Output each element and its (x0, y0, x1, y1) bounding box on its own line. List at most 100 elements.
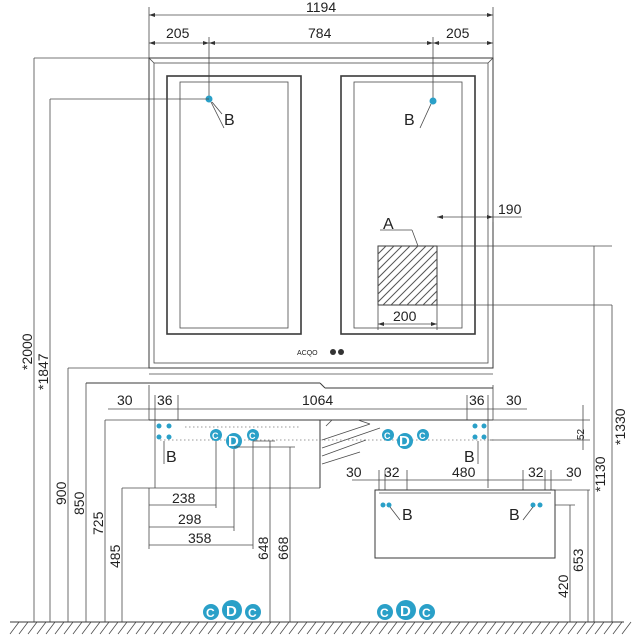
dim-30-drawer-left: 30 (346, 464, 362, 480)
floor-hatch-mark (531, 621, 542, 635)
dim-30-left: 30 (117, 392, 133, 408)
dim-784: 784 (308, 25, 332, 41)
label-b-mirror-right: B (404, 112, 415, 129)
floor-hatch-mark (63, 621, 74, 635)
floor-badge-d-right: D (400, 603, 411, 620)
dim-850: 850 (71, 491, 87, 515)
dimension-heights-right: 52 *1130 *1330 653 420 (490, 246, 628, 622)
floor-badge-c-left-1: C (206, 606, 215, 620)
dimension-drawer-widths: 30 32 480 32 30 (346, 464, 582, 490)
floor-hatch-mark (549, 621, 560, 635)
cabinet-fasteners-right: B (464, 423, 487, 466)
floor-connections-right: C D C (377, 600, 435, 620)
floor-hatch-mark (126, 621, 137, 635)
dim-648: 648 (255, 536, 271, 560)
floor-hatch-mark (414, 621, 425, 635)
dim-1330: *1330 (612, 408, 628, 445)
floor-hatch-mark (270, 621, 281, 635)
floor-hatch-mark (234, 621, 245, 635)
floor-hatch-mark (27, 621, 38, 635)
floor-hatch-mark (540, 621, 551, 635)
dim-32-drawer-left: 32 (384, 464, 400, 480)
dim-420: 420 (555, 574, 571, 598)
dim-238: 238 (172, 490, 196, 506)
floor-hatch-mark (594, 621, 605, 635)
drawer-unit: B B (374, 489, 556, 559)
floor-hatch-mark (576, 621, 587, 635)
floor-hatch-mark (441, 621, 452, 635)
dim-2000: *2000 (19, 333, 35, 370)
dimension-pipe-offsets: 238 298 358 (148, 441, 254, 549)
dim-30-right: 30 (506, 392, 522, 408)
dim-653: 653 (570, 548, 586, 572)
mirror-button-icon (330, 349, 336, 355)
mirror-fastener-left: B (205, 95, 235, 129)
label-b-drawer-right: B (509, 507, 520, 524)
dimension-cabinet-widths: 30 36 1064 36 30 (108, 385, 527, 420)
floor-hatch-mark (207, 621, 218, 635)
water-connections-left: C D C (210, 429, 259, 450)
floor-hatch-mark (108, 621, 119, 635)
dim-205-right: 205 (446, 25, 470, 41)
floor-hatch-mark (369, 621, 380, 635)
floor-badge-c-right-2: C (422, 606, 431, 620)
dim-358: 358 (188, 530, 212, 546)
floor-hatch-mark (153, 621, 164, 635)
dim-1064: 1064 (302, 392, 333, 408)
floor-hatch-mark (81, 621, 92, 635)
floor-hatch-mark (567, 621, 578, 635)
floor-hatch-mark (36, 621, 47, 635)
floor-hatch-mark (378, 621, 389, 635)
floor-badge-c-right-1: C (380, 606, 389, 620)
dim-52: 52 (576, 428, 587, 440)
dim-32-drawer-right: 32 (528, 464, 544, 480)
floor-hatch-mark (468, 621, 479, 635)
label-b-cabinet-right: B (464, 449, 475, 466)
floor-hatch-mark (45, 621, 56, 635)
floor-hatch-mark (324, 621, 335, 635)
floor-hatch-mark (9, 621, 20, 635)
floor-hatch-mark (198, 621, 209, 635)
dim-205-left: 205 (166, 25, 190, 41)
dimension-pipe-heights: 648 668 (234, 440, 295, 622)
floor-hatch-mark (477, 621, 488, 635)
badge-d-left: D (228, 433, 239, 450)
floor-hatch-mark (513, 621, 524, 635)
floor-hatch-mark (459, 621, 470, 635)
socket-area: A 200 (377, 216, 612, 330)
floor-hatch-mark (261, 621, 272, 635)
floor-hatch-mark (351, 621, 362, 635)
dim-900: 900 (53, 481, 69, 505)
cabinet-fasteners-left: B (156, 423, 177, 466)
floor-hatch-mark (216, 621, 227, 635)
floor-hatch-mark (522, 621, 533, 635)
dim-725: 725 (90, 511, 106, 535)
floor-hatch-mark (252, 621, 263, 635)
floor-hatch-mark (180, 621, 191, 635)
dim-190: 190 (498, 201, 522, 217)
water-connections-right: C D C (382, 429, 429, 450)
floor-hatch-mark (279, 621, 290, 635)
floor-hatch-mark (18, 621, 29, 635)
dimension-mirror-split: 205 784 205 (149, 25, 493, 99)
dim-485: 485 (107, 544, 123, 568)
dim-36-left: 36 (157, 392, 173, 408)
floor-hatch-mark (333, 621, 344, 635)
mirror-brand-text: ACQO (297, 350, 318, 357)
floor-hatch-mark (225, 621, 236, 635)
floor-hatch-mark (171, 621, 182, 635)
floor-hatch-mark (117, 621, 128, 635)
dim-298: 298 (178, 511, 202, 527)
label-b-mirror-left: B (224, 112, 235, 129)
floor-hatch-mark (495, 621, 506, 635)
floor-hatch-mark (54, 621, 65, 635)
mirror-cabinet: ACQO (148, 57, 494, 369)
floor-hatch-mark (558, 621, 569, 635)
vanity-cabinet (86, 367, 495, 489)
floor-hatch-mark (315, 621, 326, 635)
badge-c-right-2: C (419, 431, 426, 441)
dimension-heights-left: *2000 *1847 900 850 725 485 (19, 57, 209, 622)
floor-hatch-mark (288, 621, 299, 635)
dim-1847: *1847 (35, 353, 51, 390)
floor-hatch-mark (387, 621, 398, 635)
